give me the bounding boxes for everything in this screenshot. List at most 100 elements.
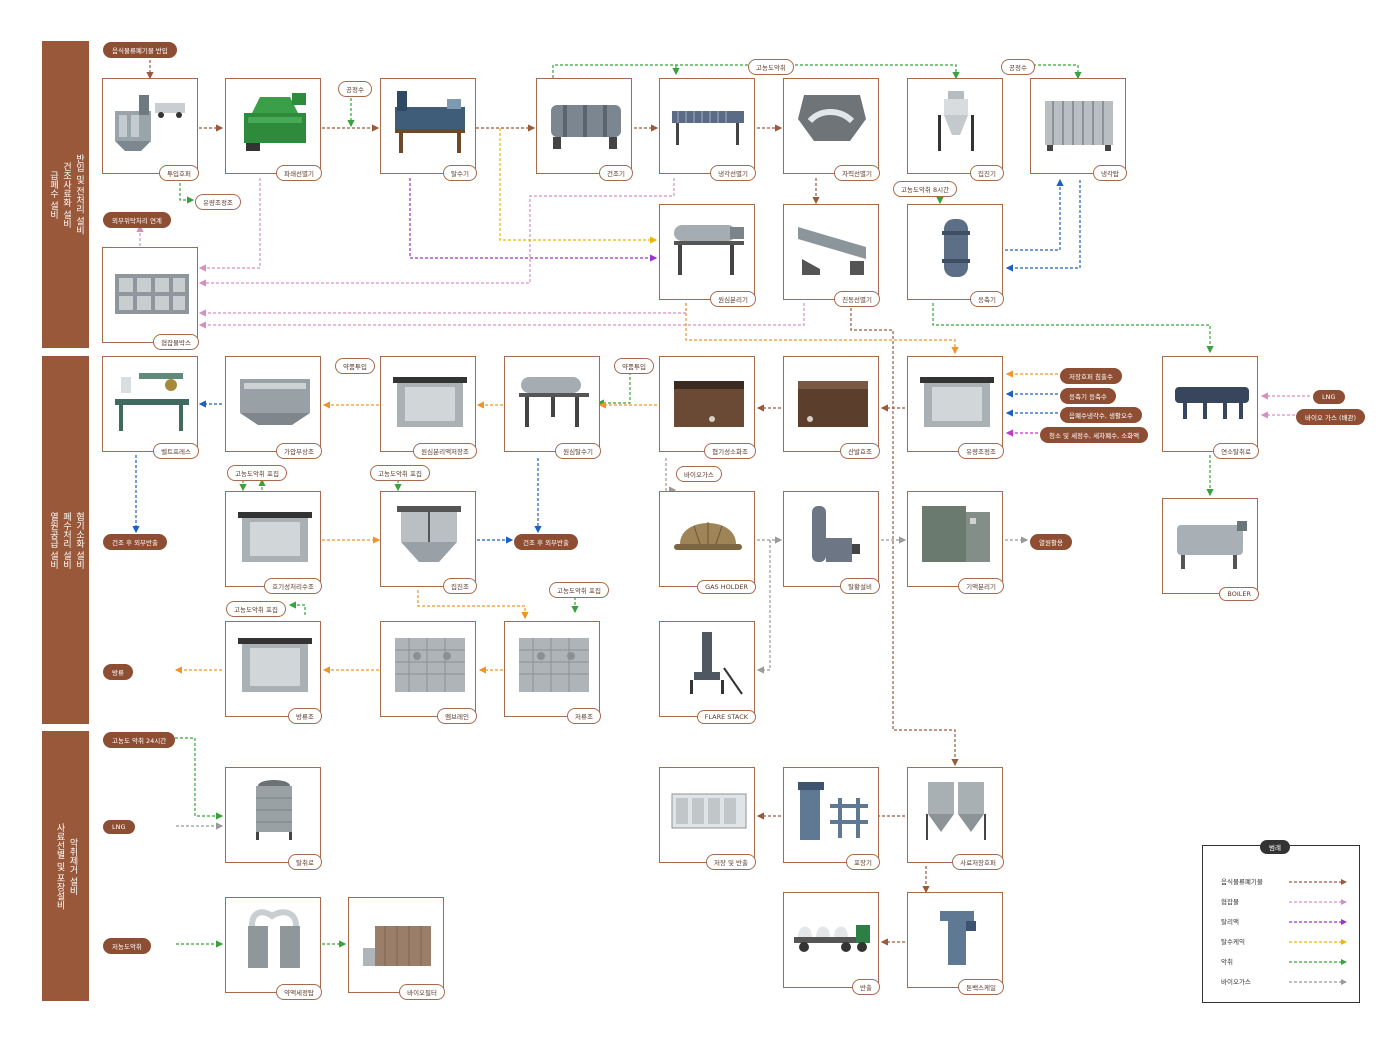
box-crusher[interactable]: 파쇄선별기: [225, 78, 322, 181]
tag-process-water-1: 공정수: [338, 81, 372, 97]
box-belt-press[interactable]: 벨트프레스: [102, 356, 199, 459]
tag-high-odor-8h: 고농도악취 8시간: [893, 181, 958, 197]
legend-swatch: [1289, 899, 1347, 905]
box-dewatering[interactable]: 탈수기: [380, 78, 477, 181]
box-label: 사료저장호퍼: [952, 854, 1004, 870]
box-desulfurization[interactable]: 탈황설비: [783, 491, 880, 594]
vibrating-screen-icon: [798, 227, 866, 275]
pill-lng-2: LNG: [103, 820, 135, 834]
box-centrifuge-tank[interactable]: 원심분리액저장조: [380, 356, 477, 459]
section-odor: 악취제거 설비 사료선별 및 포장설비: [42, 731, 89, 1001]
tank-icon: [238, 512, 312, 562]
box-label: 혐기성소화조: [704, 443, 756, 459]
box-input-hopper[interactable]: 투입호퍼: [102, 78, 199, 181]
silo-icon: [926, 782, 986, 840]
packer-icon: [798, 782, 868, 840]
equalization-tank-icon: [920, 377, 994, 427]
box-storage-shipping[interactable]: 저장 및 반출: [659, 767, 756, 870]
box-centrifuge-dewatering[interactable]: 원심탈수기: [504, 356, 601, 459]
tag-process-water-2: 공정수: [1001, 59, 1035, 75]
scale-icon: [940, 911, 976, 965]
pill-discharge: 방류: [103, 664, 133, 680]
box-storage-tank[interactable]: 저류조: [504, 621, 601, 724]
box-magnetic-separator[interactable]: 자력선별기: [783, 78, 880, 181]
boiler-icon: [1177, 521, 1247, 569]
box-label: 톤백스케일: [958, 979, 1004, 995]
box-label: 탈황설비: [840, 578, 880, 594]
legend-label: 음식물류폐기물: [1221, 878, 1263, 886]
box-dryer[interactable]: 건조기: [536, 78, 633, 181]
box-label: 탈수기: [443, 165, 477, 181]
tag-odor-capture-3: 고농도악취 포집: [549, 582, 609, 598]
hopper-icon: [115, 95, 185, 151]
box-flow-equalization[interactable]: 유량조정조: [907, 356, 1004, 459]
box-chemical-scrubber[interactable]: 약액세정탑: [225, 897, 322, 1000]
tag-high-odor: 고농도악취: [748, 59, 794, 75]
cooler-icon: [672, 111, 744, 145]
box-label: 협잡물박스: [153, 334, 199, 350]
belt-press-icon: [115, 373, 189, 431]
box-label: 탈취로: [288, 854, 322, 870]
pill-biogas-pipe: 바이오 가스 (배관): [1296, 409, 1366, 425]
pill-outsourcing: 외부위탁처리 연계: [103, 212, 171, 228]
section-label: 악취제거 설비 사료선별 및 포장설비: [54, 822, 78, 910]
box-condenser[interactable]: 응축기: [907, 204, 1004, 307]
section-pretreatment: 반입 및 전처리 설비 건조사료화 설비 급폐수 설비: [42, 41, 89, 348]
box-membrane[interactable]: 멤브레인: [380, 621, 477, 724]
legend-item: 바이오가스: [1221, 976, 1349, 988]
cyclone-icon: [938, 91, 974, 151]
shelf-icon: [671, 793, 747, 829]
box-anaerobic-digester[interactable]: 혐기성소화조: [659, 356, 756, 459]
box-flare-stack[interactable]: FLARE STACK: [659, 621, 756, 724]
box-label: BOILER: [1219, 587, 1259, 601]
clarifier-icon: [397, 506, 461, 562]
box-vibrating-screen[interactable]: 진동선별기: [783, 204, 880, 307]
tag-biogas: 바이오가스: [676, 466, 722, 482]
box-label: 응축기: [970, 291, 1004, 307]
box-dust-collector[interactable]: 집진기: [907, 78, 1004, 181]
box-boiler[interactable]: BOILER: [1162, 498, 1259, 601]
box-deodorizing-furnace[interactable]: 탈취로: [225, 767, 322, 870]
storage-tank-icon: [519, 638, 589, 692]
furnace-icon: [256, 780, 292, 840]
dryer-icon: [551, 105, 621, 149]
box-cooling-tower[interactable]: 냉각탑: [1030, 78, 1127, 181]
container-icon: [115, 274, 189, 314]
pill-dry-export-1: 건조 후 외부반출: [103, 534, 167, 550]
box-packing-machine[interactable]: 포장기: [783, 767, 880, 870]
box-debris-box[interactable]: 협잡물박스: [102, 247, 199, 350]
membrane-icon: [395, 638, 465, 692]
section-label: 혐기소화 설비 폐수처리 설비 열원공급 설비: [48, 511, 84, 569]
box-label: 반출: [852, 979, 880, 995]
box-label: 자력선별기: [834, 165, 880, 181]
box-collection-tank[interactable]: 집진조: [380, 491, 477, 594]
box-flotation[interactable]: 가압부상조: [225, 356, 322, 459]
desulfurizer-icon: [812, 506, 860, 562]
box-cooling-separator[interactable]: 냉각선별기: [659, 78, 756, 181]
fermenter-icon: [798, 381, 868, 427]
box-label: 저류조: [567, 708, 601, 724]
box-label: 호기성처리수조: [264, 578, 322, 594]
tank-icon: [238, 638, 312, 692]
box-label: 파쇄선별기: [276, 165, 322, 181]
legend-label: 협잡물: [1221, 898, 1239, 906]
pill-condensate: 응축기 응축수: [1060, 388, 1116, 404]
box-label: 멤브레인: [437, 708, 477, 724]
legend-label: 탈리액: [1221, 918, 1239, 926]
box-aerobic-tank[interactable]: 호기성처리수조: [225, 491, 322, 594]
box-label: 냉각탑: [1093, 165, 1127, 181]
legend-swatch: [1289, 959, 1347, 965]
box-acid-fermenter[interactable]: 산발효조: [783, 356, 880, 459]
box-discharge-tank[interactable]: 방류조: [225, 621, 322, 724]
box-gas-holder[interactable]: GAS HOLDER: [659, 491, 756, 594]
legend-swatch: [1289, 879, 1347, 885]
box-feed-storage-hopper[interactable]: 사료저장호퍼: [907, 767, 1004, 870]
section-digestion: 혐기소화 설비 폐수처리 설비 열원공급 설비: [42, 356, 89, 724]
centrifuge-icon: [674, 225, 744, 275]
box-gas-liquid-separator[interactable]: 기액분리기: [907, 491, 1004, 594]
box-centrifuge[interactable]: 원심분리기: [659, 204, 756, 307]
box-shipping[interactable]: 반출: [783, 892, 880, 995]
box-ton-bag-scale[interactable]: 톤백스케일: [907, 892, 1004, 995]
box-combustion-deodorizer[interactable]: 연소탈취로: [1162, 356, 1259, 459]
box-biofilter[interactable]: 바이오필터: [348, 897, 445, 1000]
